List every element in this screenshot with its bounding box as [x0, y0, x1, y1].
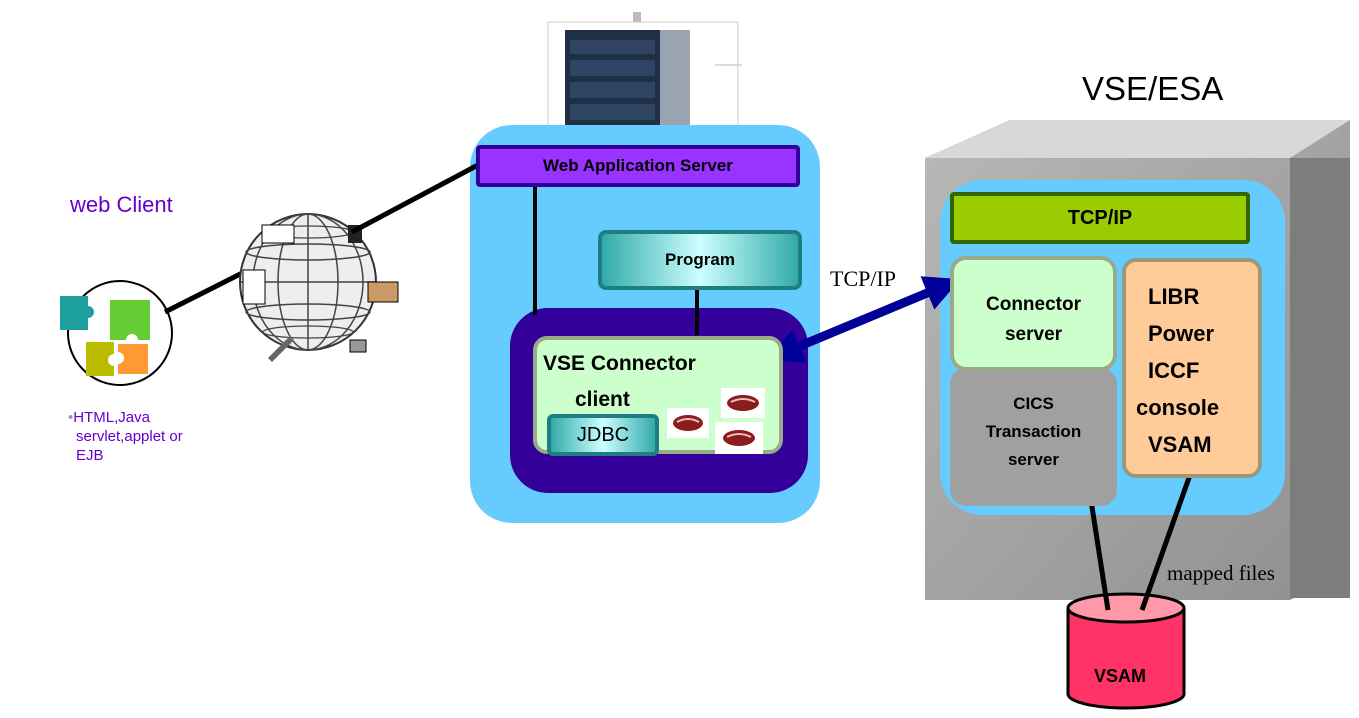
- jdbc-label: JDBC: [576, 423, 630, 446]
- service-item: ICCF: [1148, 358, 1200, 383]
- cics-line-1: CICS: [1013, 394, 1054, 413]
- service-item: VSAM: [1148, 432, 1212, 457]
- connector-server-line-1: Connector: [986, 294, 1081, 315]
- note-line-2: servlet,applet or: [76, 428, 183, 445]
- connector-server-text: Connector server: [954, 290, 1113, 350]
- note-line-3: EJB: [76, 447, 104, 464]
- connector-client-line-1: VSE Connector: [543, 352, 696, 375]
- web-client-label: web Client: [70, 192, 173, 217]
- connector-server-line-2: server: [1004, 324, 1063, 345]
- bean-icon: [721, 388, 765, 418]
- services-vsam-link: [1139, 474, 1193, 611]
- server-tower-icon: [547, 12, 742, 143]
- mapped-files-label: mapped files: [1167, 561, 1275, 585]
- globe-icon: [239, 213, 399, 362]
- connector-client-line-2: client: [575, 388, 630, 411]
- bean-icon: [667, 408, 709, 438]
- cics-line-2: Transaction: [985, 422, 1082, 441]
- services-list: LIBR Power ICCF console VSAM: [1136, 278, 1219, 463]
- service-item: LIBR: [1148, 284, 1200, 309]
- globe-server-link: [350, 162, 480, 235]
- bean-icon: [715, 422, 763, 454]
- web-client-note: •HTML,Java servlet,applet or EJB: [68, 408, 183, 465]
- connector-client-box[interactable]: VSE Connector client JDBC: [533, 336, 783, 456]
- tcpip-double-arrow: [766, 276, 961, 363]
- program-box[interactable]: Program: [598, 230, 802, 290]
- vsam-db-label: VSAM: [1094, 666, 1147, 686]
- cics-box[interactable]: CICS Transaction server: [950, 368, 1117, 506]
- note-line-1: HTML,Java: [73, 409, 150, 426]
- vse-title: VSE/ESA: [1082, 70, 1224, 107]
- vsam-cylinder-icon: [1066, 592, 1186, 710]
- jdbc-box[interactable]: JDBC: [547, 414, 659, 456]
- vse-tcpip-label: TCP/IP: [1067, 206, 1133, 229]
- services-box[interactable]: LIBR Power ICCF console VSAM: [1122, 258, 1262, 478]
- program-label: Program: [665, 250, 735, 269]
- web-app-server-label: Web Application Server: [543, 156, 733, 175]
- cics-line-3: server: [1007, 450, 1060, 469]
- tcpip-link-label: TCP/IP: [830, 266, 897, 291]
- note-bullet: •: [68, 409, 74, 426]
- service-item: Power: [1148, 321, 1215, 346]
- connector-server-box[interactable]: Connector server: [950, 256, 1117, 371]
- web-app-server-box[interactable]: Web Application Server: [476, 145, 800, 187]
- cics-text: CICS Transaction server: [950, 390, 1117, 474]
- vse-tcpip-box[interactable]: TCP/IP: [950, 192, 1250, 244]
- service-item: console: [1136, 395, 1220, 420]
- puzzle-icon: [60, 280, 173, 386]
